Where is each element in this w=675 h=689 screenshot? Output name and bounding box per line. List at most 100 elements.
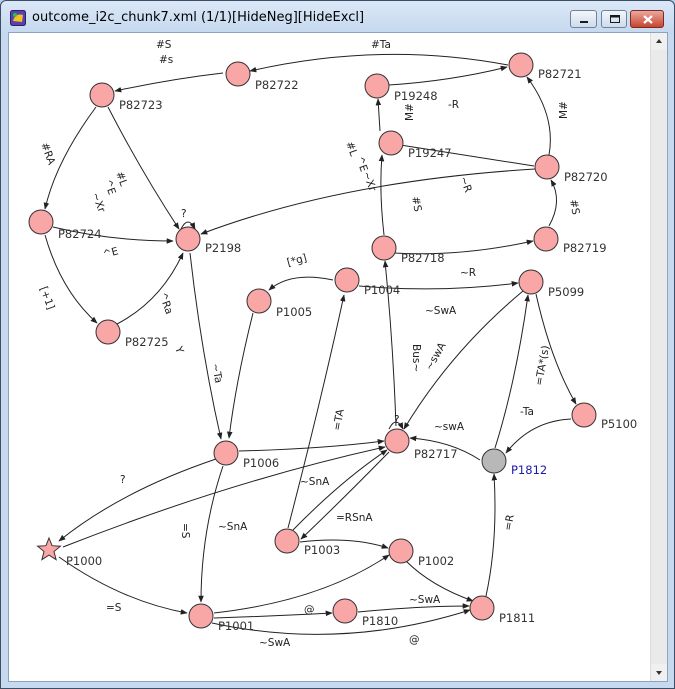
graph-node[interactable] <box>469 595 495 621</box>
graph-node[interactable] <box>175 226 201 252</box>
node-label: P1006 <box>243 456 279 470</box>
edge-label: ? <box>120 474 126 486</box>
graph-node[interactable] <box>364 73 390 99</box>
graph-node[interactable] <box>371 235 397 261</box>
graph-node[interactable] <box>508 52 534 78</box>
graph-node[interactable] <box>274 528 300 554</box>
edge-label: ^E <box>102 245 120 261</box>
node-label: P82718 <box>401 251 445 265</box>
edge-label: Bus~ <box>410 344 422 372</box>
edge-label: ? <box>181 208 187 220</box>
edge-label: ~SwA <box>425 305 457 317</box>
node-label: P82723 <box>119 98 163 112</box>
graph-edge <box>198 465 224 603</box>
graph-node[interactable] <box>334 267 360 293</box>
edge-label: ~SwA <box>259 637 291 649</box>
graph-edge <box>213 554 390 614</box>
maximize-button[interactable] <box>601 10 627 28</box>
graph-node[interactable] <box>225 61 251 87</box>
graph-edge <box>292 449 388 531</box>
node-label: P1811 <box>499 611 535 625</box>
graph-edge <box>226 312 254 439</box>
node-label: P1001 <box>218 619 254 633</box>
graph-edge <box>107 106 180 230</box>
edge-label: -R <box>448 99 459 111</box>
edge-label: ~Xr <box>360 170 378 194</box>
edge-label-layer: #Ta #S #s -R M# M# #L ^E ~Xr ~R #RA #L ^… <box>37 39 581 649</box>
graph-edge <box>409 435 481 461</box>
edge-label: ~Xr <box>89 191 107 215</box>
graph-node[interactable] <box>95 319 121 345</box>
title-bar[interactable]: outcome_i2c_chunk7.xml (1/1)[HideNeg][Hi… <box>1 1 674 34</box>
edge-label: Y <box>172 344 186 356</box>
graph-edge <box>114 72 224 93</box>
graph-node[interactable] <box>571 402 597 428</box>
graph-edge <box>180 221 196 230</box>
node-label: P2198 <box>205 241 241 255</box>
graph-canvas[interactable]: #Ta #S #s -R M# M# #L ^E ~Xr ~R #RA #L ^… <box>8 32 668 682</box>
minimize-icon <box>580 21 588 23</box>
scroll-down-button[interactable] <box>651 664 667 681</box>
node-label: P19248 <box>394 89 438 103</box>
arrow-up-icon <box>656 39 662 43</box>
graph-node[interactable] <box>36 536 62 561</box>
edge-label: #RA <box>38 141 57 167</box>
graph-edge <box>357 603 470 613</box>
edge-label: [+1] <box>37 285 56 311</box>
app-icon <box>10 10 26 26</box>
graph-edge <box>485 473 498 597</box>
graph-edge <box>299 539 389 549</box>
scroll-up-button[interactable] <box>651 33 667 50</box>
graph-edge <box>44 234 98 324</box>
graph-edge <box>249 53 509 73</box>
edge-label: =S <box>179 523 191 539</box>
vertical-scrollbar[interactable] <box>650 33 667 681</box>
node-label: P82720 <box>564 170 608 184</box>
graph-edge <box>58 458 217 542</box>
graph-edge <box>200 168 536 235</box>
edge-label: #S <box>409 195 424 213</box>
graph-node[interactable] <box>533 226 559 252</box>
graph-edge <box>62 445 386 548</box>
edge-label: ^Ra <box>156 291 175 316</box>
graph-edge <box>382 260 397 427</box>
graph-node[interactable] <box>518 269 544 295</box>
graph-edge <box>116 252 184 325</box>
graph-node[interactable] <box>481 448 507 474</box>
graph-diagram: #Ta #S #s -R M# M# #L ^E ~Xr ~R #RA #L ^… <box>28 39 637 649</box>
node-label: P82722 <box>255 78 299 92</box>
edge-label: ~R <box>460 267 476 279</box>
graph-edge <box>300 451 390 540</box>
graph-node[interactable] <box>384 428 410 454</box>
node-label: P1005 <box>276 305 312 319</box>
graph-edge <box>211 609 471 635</box>
close-button[interactable] <box>630 10 664 28</box>
graph-node[interactable] <box>388 538 414 564</box>
edge-label: =RSnA <box>336 512 373 524</box>
edge-label: #L <box>113 170 129 188</box>
node-label: P1000 <box>66 554 102 568</box>
node-label: P82719 <box>563 241 607 255</box>
graph-edge <box>268 276 334 291</box>
graph-node[interactable] <box>332 598 358 624</box>
graph-node[interactable] <box>188 603 214 629</box>
edge-label: #Ta <box>371 39 391 51</box>
edge-label: =TA <box>331 407 347 431</box>
edge-label: -Ta <box>520 406 534 418</box>
window-title: outcome_i2c_chunk7.xml (1/1)[HideNeg][Hi… <box>32 10 365 25</box>
minimize-button[interactable] <box>570 10 597 28</box>
graph-node[interactable] <box>89 82 115 108</box>
edge-label: #S <box>156 39 172 51</box>
graph-node[interactable] <box>246 288 272 314</box>
graph-edge <box>388 65 508 86</box>
edge-label: ~SnA <box>218 521 248 533</box>
graph-edge <box>58 556 188 615</box>
graph-node[interactable] <box>534 154 560 180</box>
edge-label: =S <box>106 602 122 614</box>
node-label: P1810 <box>362 614 398 628</box>
graph-node[interactable] <box>28 209 54 235</box>
graph-node[interactable] <box>378 130 404 156</box>
graph-node[interactable] <box>213 440 239 466</box>
node-label: P1002 <box>418 554 454 568</box>
